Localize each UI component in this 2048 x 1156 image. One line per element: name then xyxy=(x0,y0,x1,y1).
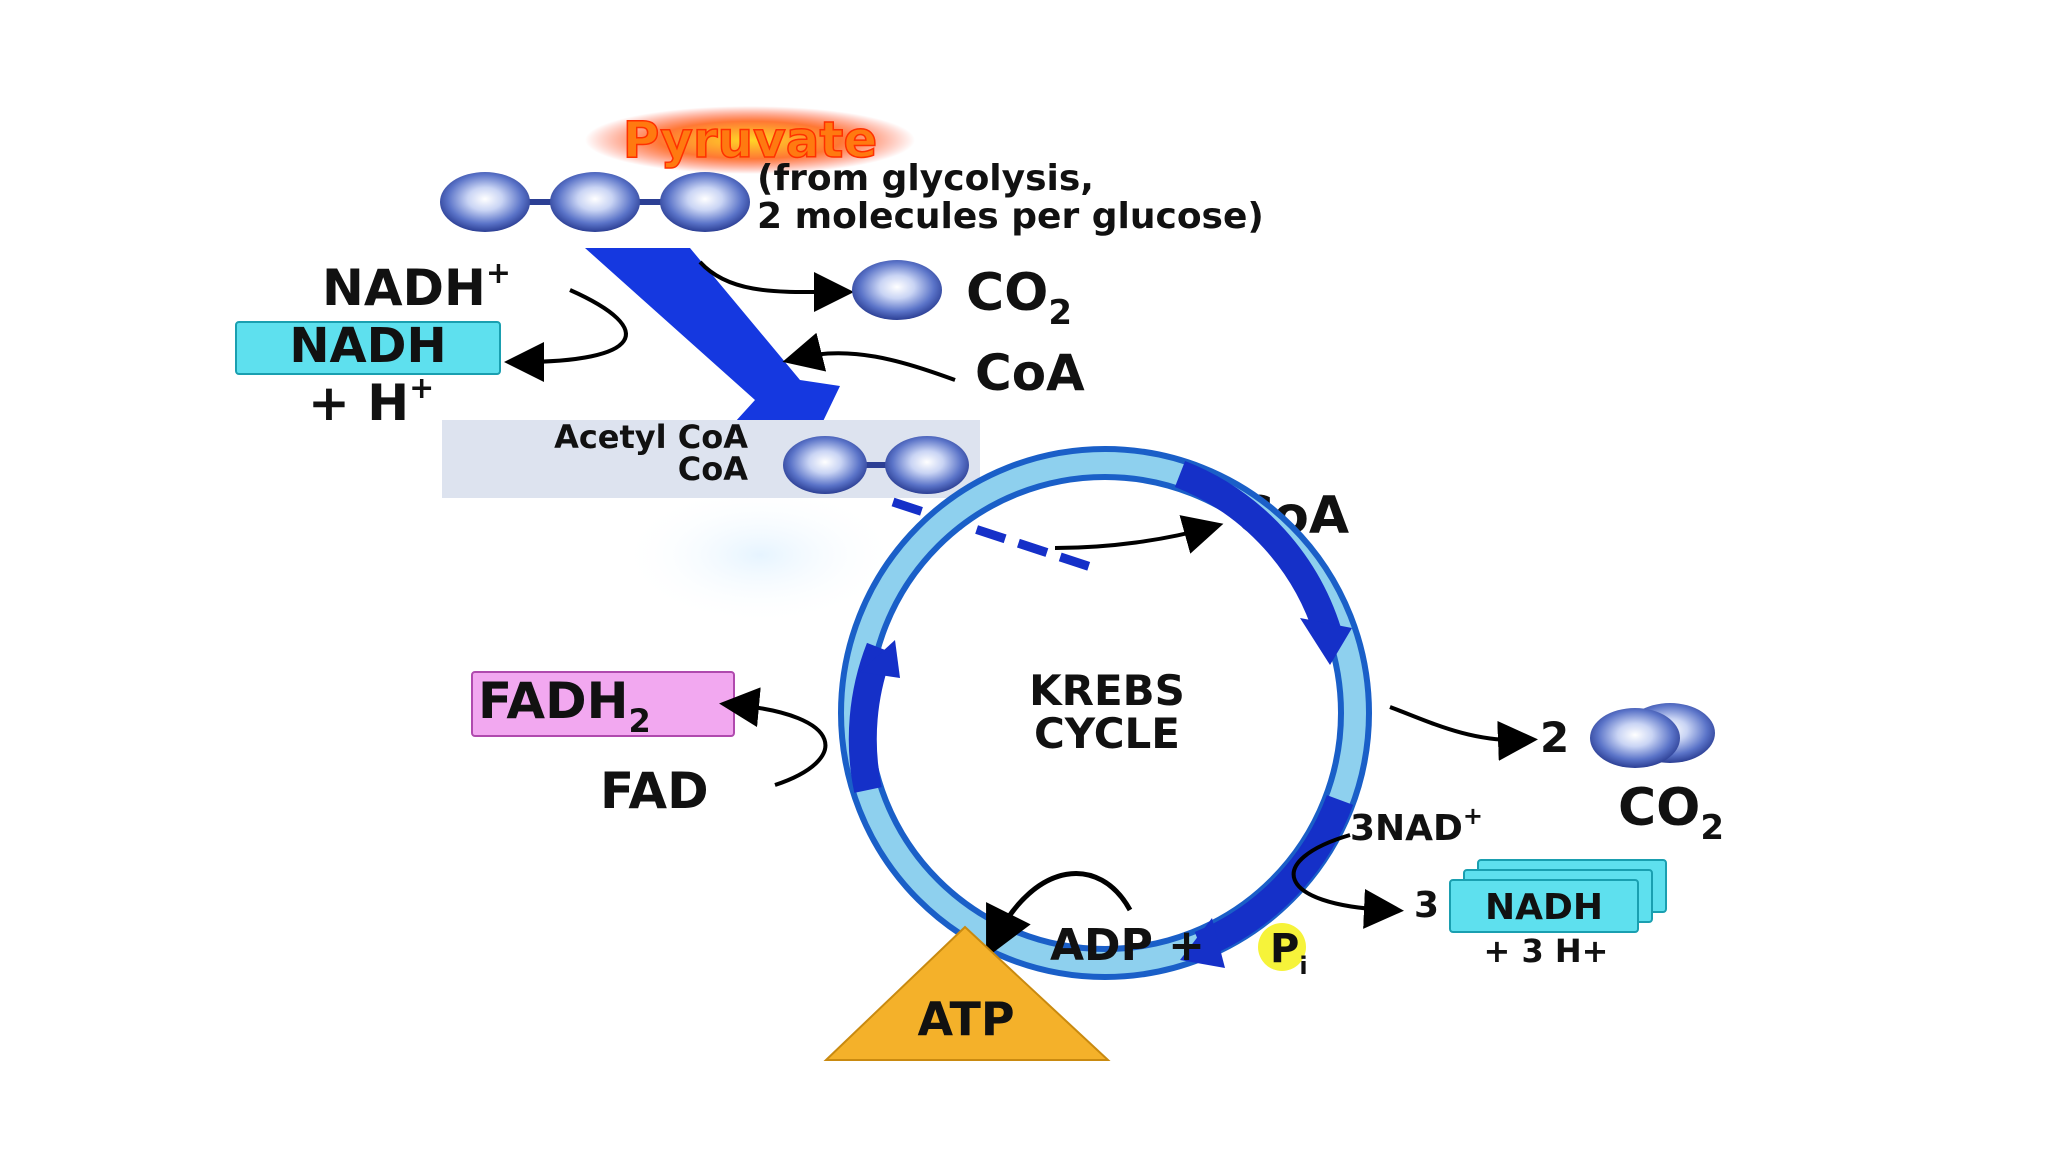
h-plus-label-2: + 3 H+ xyxy=(1484,932,1609,970)
h-plus-label: + H+ xyxy=(308,371,434,432)
acetyl-entry-dashed xyxy=(891,497,1102,575)
pyruvate-glow xyxy=(585,106,915,174)
coa-out-arrow xyxy=(1054,515,1224,554)
pyruvate-carbon xyxy=(550,172,640,232)
co2-release-arrow-2 xyxy=(1389,705,1538,761)
acetyl-coa-line1: Acetyl CoA xyxy=(554,418,748,456)
co2-release-arrow xyxy=(698,260,854,313)
nadh-box xyxy=(235,321,501,375)
co2-label-2: CO2 xyxy=(1618,778,1724,848)
pyruvate-to-acetyl-arrow xyxy=(585,248,840,438)
coa-in-arrow xyxy=(782,332,956,382)
krebs-segment-2 xyxy=(1194,795,1354,958)
acetyl-carbon xyxy=(783,436,867,494)
krebs-arrowhead-2 xyxy=(1180,918,1225,968)
pyruvate-title: Pyruvate xyxy=(623,111,878,169)
pyruvate-note-line1: (from glycolysis, xyxy=(757,158,1094,199)
krebs-title-line2: CYCLE xyxy=(1034,709,1180,758)
acetyl-coa-line2: CoA xyxy=(678,450,748,488)
krebs-segment-1 xyxy=(1174,460,1344,644)
nad-in-label-2: 3NAD+ xyxy=(1350,802,1483,849)
nadh-count: 3 xyxy=(1414,885,1439,926)
pi-circle xyxy=(1258,923,1306,971)
fadh2-label: FADH2 xyxy=(478,672,651,740)
pyruvate-carbon xyxy=(660,172,750,232)
nadh-stack-front xyxy=(1449,879,1639,933)
co2-carbon xyxy=(852,260,942,320)
krebs-arrowhead-1 xyxy=(1300,618,1352,665)
nadh-box-label: NADH xyxy=(289,318,446,374)
atp-label: ATP xyxy=(917,992,1014,1046)
co2-label: CO2 xyxy=(966,263,1072,333)
atp-triangle xyxy=(823,925,1111,1061)
krebs-arrowhead-3 xyxy=(860,640,900,678)
pyruvate-carbon xyxy=(440,172,530,232)
nad-reduction-arrow xyxy=(504,288,628,382)
pyruvate-note-line2: 2 molecules per glucose) xyxy=(757,196,1264,237)
background-haze xyxy=(620,485,900,625)
co2-carbon xyxy=(1590,708,1680,768)
adp-label: ADP + xyxy=(1050,920,1205,971)
fad-label: FAD xyxy=(600,762,709,820)
pi-label: Pi xyxy=(1270,926,1308,980)
fad-reduction-arrow xyxy=(719,687,828,787)
krebs-title-line1: KREBS xyxy=(1029,666,1185,715)
nadh-box-label-2: NADH xyxy=(1485,887,1603,928)
atp-synthesis-arrow xyxy=(986,871,1133,958)
coa-in-label: CoA xyxy=(975,344,1085,402)
nad-reduction-arrow-2 xyxy=(1291,833,1404,929)
nad-in-label: NADH+ xyxy=(322,256,511,317)
co2-count: 2 xyxy=(1540,713,1569,762)
acetyl-carbon xyxy=(885,436,969,494)
